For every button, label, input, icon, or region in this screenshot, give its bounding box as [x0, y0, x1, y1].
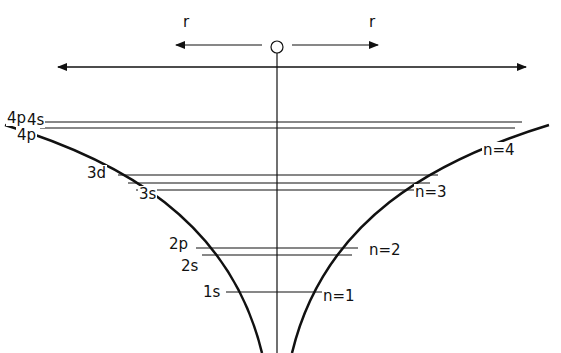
- axis-label: r: [368, 14, 376, 30]
- orbital-label: 3d: [86, 165, 107, 181]
- orbital-label: 3s: [138, 186, 157, 202]
- energy-levels: [28, 122, 522, 292]
- axis-line: [276, 53, 277, 353]
- level-label: n=3: [414, 184, 448, 200]
- r-arrow: [176, 44, 262, 45]
- orbital-label: 4p: [6, 110, 27, 126]
- r-axis-arrow: [58, 66, 277, 68]
- orbital-label: 2p: [168, 236, 189, 252]
- level-label: n=1: [322, 288, 356, 304]
- r-arrow: [292, 44, 378, 45]
- orbital-label: 4s: [26, 112, 45, 128]
- level-label: n=2: [368, 242, 402, 258]
- orbital-label: 4p: [16, 127, 37, 143]
- level-label: n=4: [482, 142, 516, 158]
- potential-curve: [5, 125, 262, 353]
- r-axis-arrow: [277, 66, 526, 68]
- nucleus-circle: [271, 41, 283, 53]
- axis-label: r: [182, 14, 190, 30]
- potential-curve: [292, 125, 549, 353]
- orbital-label: 1s: [202, 284, 221, 300]
- orbital-label: 2s: [180, 258, 199, 274]
